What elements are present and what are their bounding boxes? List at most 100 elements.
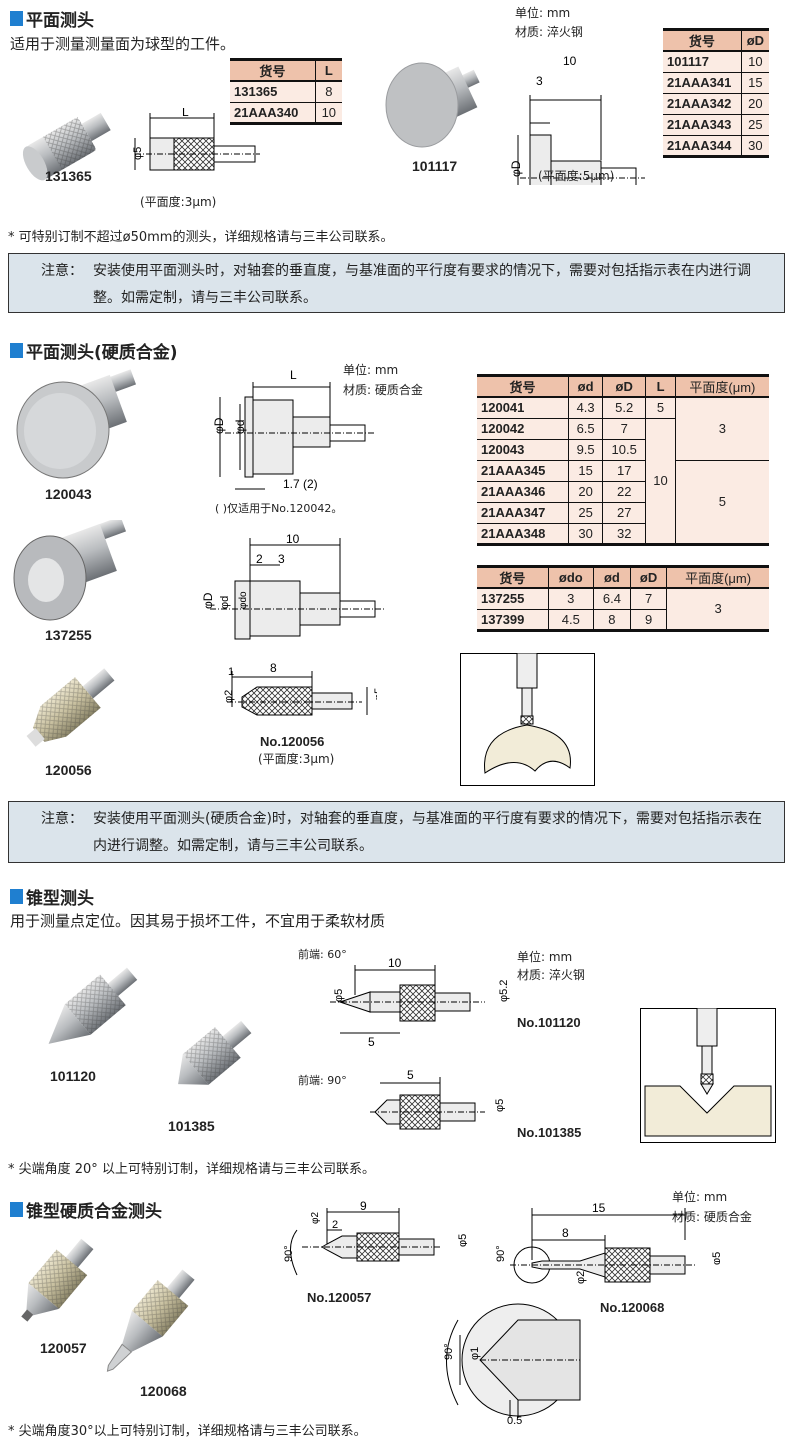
tip-angle-label: 前端: 90° [298, 1074, 347, 1087]
flatness-caption: (平面度:3μm) [140, 195, 217, 209]
cell: 137399 [477, 609, 549, 631]
cell: 6.5 [568, 418, 604, 440]
material-label: 材质: 硬质合金 [672, 1210, 752, 1224]
dim-phiD: φD [201, 592, 215, 609]
dimension-drawing-120056: 1 8 φ2 φ5 [223, 661, 377, 716]
dim-phi2: φ2 [310, 1212, 321, 1224]
col-header: 货号 [477, 375, 570, 398]
dim-phi5: φ5 [132, 147, 144, 160]
dimension-drawing-101385: 5 φ5 [370, 1068, 505, 1130]
dimension-drawing-131365: L φ5 [132, 108, 260, 171]
cell: 30 [568, 523, 604, 545]
model-number: No.120057 [307, 1290, 372, 1305]
cell: 21AAA344 [663, 135, 742, 157]
unit-label: 单位: mm [343, 363, 399, 377]
col-header: 平面度(μm) [666, 566, 769, 589]
col-header: 平面度(μm) [675, 375, 769, 398]
dim-angle-90: 90° [443, 1343, 455, 1360]
dim-phid: φd [233, 420, 247, 434]
dim-0-5: 0.5 [507, 1415, 522, 1425]
col-header: 货号 [663, 29, 742, 52]
footnote: * 尖端角度30°以上可特别订制，详细规格请与三丰公司联系。 [8, 1424, 367, 1439]
unit-label: 单位: mm [517, 950, 573, 964]
dimension-drawing-120057: 9 2 φ2 90° φ5 [283, 1200, 467, 1276]
cell: 120041 [477, 397, 570, 419]
product-image-101120 [48, 967, 138, 1044]
dim-phi1: φ1 [469, 1347, 481, 1360]
dimension-drawing-120043: L φD φd 1.7 (2) [212, 368, 375, 491]
dimension-drawing-101120: 10 φ5 φ5.2 5 [330, 956, 510, 1049]
product-code-label: 101120 [50, 1068, 96, 1084]
dim-phido: φdo [238, 591, 249, 609]
applicability-note: ( )仅适用于No.120042。 [215, 502, 343, 515]
cell: 3 [675, 397, 769, 461]
col-header: L [645, 375, 676, 398]
cell: 137255 [477, 588, 549, 610]
dim-phi2: φ2 [223, 690, 235, 703]
product-code-label: 131365 [45, 168, 92, 184]
note-text: 安装使用平面测头(硬质合金)时，对轴套的垂直度，与基准面的平行度有要求的情况下，… [93, 811, 762, 854]
cell: 10.5 [602, 439, 647, 461]
unit-label: 单位: mm [672, 1190, 728, 1204]
cell: 22 [602, 481, 647, 503]
section-title-flat-contact: 平面测头 [10, 6, 94, 31]
flatness-caption: (平面度:3μm) [258, 752, 335, 766]
cell: 5 [645, 397, 676, 419]
cell: 7 [602, 418, 647, 440]
cell: 5 [675, 460, 769, 545]
product-image-137255 [13, 520, 127, 621]
title-text: 锥型测头 [26, 889, 94, 909]
cell: 25 [568, 502, 604, 524]
cell: 9 [630, 609, 668, 631]
product-image-120068 [106, 1269, 195, 1372]
dim-phiD: φD [212, 417, 226, 434]
dim-3: 3 [536, 74, 543, 88]
cell: 21AAA340 [230, 102, 316, 124]
cell: 15 [741, 72, 769, 94]
footnote: * 可特别订制不超过ø50mm的测头，详细规格请与三丰公司联系。 [8, 230, 394, 245]
product-code-label: 101117 [412, 158, 458, 174]
product-code-label: 120043 [45, 486, 92, 502]
cell: 6.4 [593, 588, 632, 610]
product-code-label: 120057 [40, 1340, 87, 1356]
note-box: 注意：安装使用平面测头时，对轴套的垂直度，与基准面的平行度有要求的情况下，需要对… [8, 253, 785, 313]
dim-phi5: φ5 [333, 989, 345, 1002]
cell: 101117 [663, 51, 742, 73]
section-title-carbide-conical: 锥型硬质合金测头 [10, 1197, 162, 1222]
section-marker-icon [10, 11, 23, 26]
section-marker-icon [10, 343, 23, 358]
dim-10: 10 [388, 956, 402, 970]
dimension-drawing-101117: 10 3 φD [509, 55, 645, 185]
cell: 120043 [477, 439, 570, 461]
dim-phi5: φ5 [494, 1099, 505, 1112]
material-label: 材质: 硬质合金 [343, 383, 423, 397]
cell: 21AAA346 [477, 481, 570, 503]
dim-1: 1 [228, 666, 234, 678]
cell: 4.3 [568, 397, 604, 419]
cell: 4.5 [548, 609, 594, 631]
cell: 10 [645, 418, 676, 545]
product-code-label: 120056 [45, 762, 92, 778]
dim-9: 9 [360, 1200, 367, 1213]
cell: 15 [568, 460, 604, 482]
dim-L: L [182, 108, 189, 119]
model-number: No.120068 [600, 1300, 665, 1315]
title-text: 平面测头(硬质合金) [26, 343, 178, 363]
col-header: L [315, 59, 342, 82]
product-image-120057 [21, 1238, 94, 1322]
dim-8: 8 [270, 661, 277, 675]
